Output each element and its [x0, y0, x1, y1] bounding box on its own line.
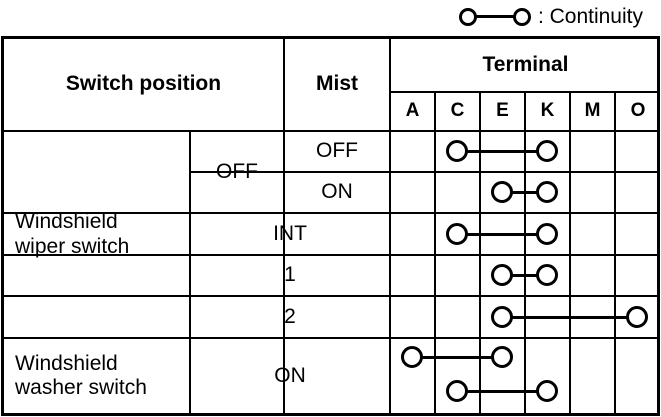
- continuity-line: [502, 190, 547, 194]
- continuity-dot-a: [401, 346, 423, 368]
- continuity-line: [457, 389, 547, 393]
- header-terminal-o: O: [630, 100, 646, 122]
- rule-row-1-bottom: [4, 295, 657, 297]
- continuity-line: [502, 315, 637, 319]
- rule-position-subcol: [189, 130, 191, 413]
- legend-label: : Continuity: [537, 5, 643, 28]
- header-terminal-a: A: [405, 100, 420, 122]
- header-mist: Mist: [316, 72, 358, 96]
- table-grid: Switch position Mist Terminal A C E K M …: [4, 39, 660, 413]
- header-terminal: Terminal: [482, 52, 569, 76]
- rule-term-k-right: [569, 91, 571, 413]
- row-mist-on: ON: [321, 180, 353, 204]
- rule-term-a-right: [434, 91, 436, 413]
- rule-mist-col-left: [283, 39, 285, 413]
- group-label-washer-line2: washer switch: [15, 376, 147, 399]
- continuity-dot-c: [446, 380, 468, 402]
- continuity-dot-c: [446, 223, 468, 245]
- continuity-dot-e: [491, 264, 513, 286]
- continuity-dot-k: [536, 264, 558, 286]
- header-terminal-m: M: [584, 100, 601, 122]
- group-label-washer-line1: Windshield: [15, 351, 118, 375]
- continuity-symbol-left-dot: [458, 7, 477, 26]
- continuity-dot-k: [536, 223, 558, 245]
- rule-terminal-col-left: [389, 39, 391, 413]
- header-terminal-k: K: [540, 100, 555, 122]
- header-terminal-c: C: [450, 100, 465, 122]
- continuity-dot-e: [491, 346, 513, 368]
- rule-header-bottom: [4, 130, 657, 132]
- legend: : Continuity: [0, 0, 661, 33]
- row-position-off: OFF: [216, 159, 258, 183]
- group-label-wiper-line1: Windshield: [15, 210, 118, 234]
- group-label-wiper-line2: wiper switch: [15, 234, 130, 258]
- continuity-dot-k: [536, 181, 558, 203]
- row-mist-off: OFF: [316, 139, 358, 163]
- continuity-dot-e: [491, 306, 513, 328]
- continuity-symbol-line: [467, 15, 522, 18]
- row-position-1: 1: [284, 263, 296, 287]
- continuity-line: [412, 355, 502, 359]
- header-terminal-e: E: [496, 100, 509, 122]
- group-label-wiper-switch: Windshield wiper switch: [4, 132, 189, 337]
- continuity-line: [457, 149, 547, 153]
- switch-continuity-table: Switch position Mist Terminal A C E K M …: [1, 36, 660, 416]
- continuity-symbol-icon: [458, 7, 531, 27]
- row-position-washer-on: ON: [274, 363, 306, 387]
- continuity-line: [502, 273, 547, 277]
- row-position-2: 2: [284, 304, 296, 328]
- rule-row-off-on-bottom: [4, 212, 657, 214]
- rule-wiper-group-bottom: [4, 337, 657, 339]
- rule-term-e-right: [524, 91, 526, 413]
- continuity-line: [457, 232, 547, 236]
- header-switch-position: Switch position: [65, 72, 222, 96]
- continuity-dot-k: [536, 140, 558, 162]
- continuity-dot-o: [626, 306, 648, 328]
- rule-term-m-right: [614, 91, 616, 413]
- continuity-dot-e: [491, 181, 513, 203]
- rule-term-c-right: [479, 91, 481, 413]
- rule-row-int-bottom: [4, 254, 657, 256]
- continuity-symbol-right-dot: [512, 7, 531, 26]
- group-label-washer-switch: Windshield washer switch: [4, 339, 189, 413]
- row-position-int: INT: [273, 221, 307, 245]
- continuity-dot-c: [446, 140, 468, 162]
- continuity-dot-k: [536, 380, 558, 402]
- rule-mist-off-on: [189, 171, 660, 173]
